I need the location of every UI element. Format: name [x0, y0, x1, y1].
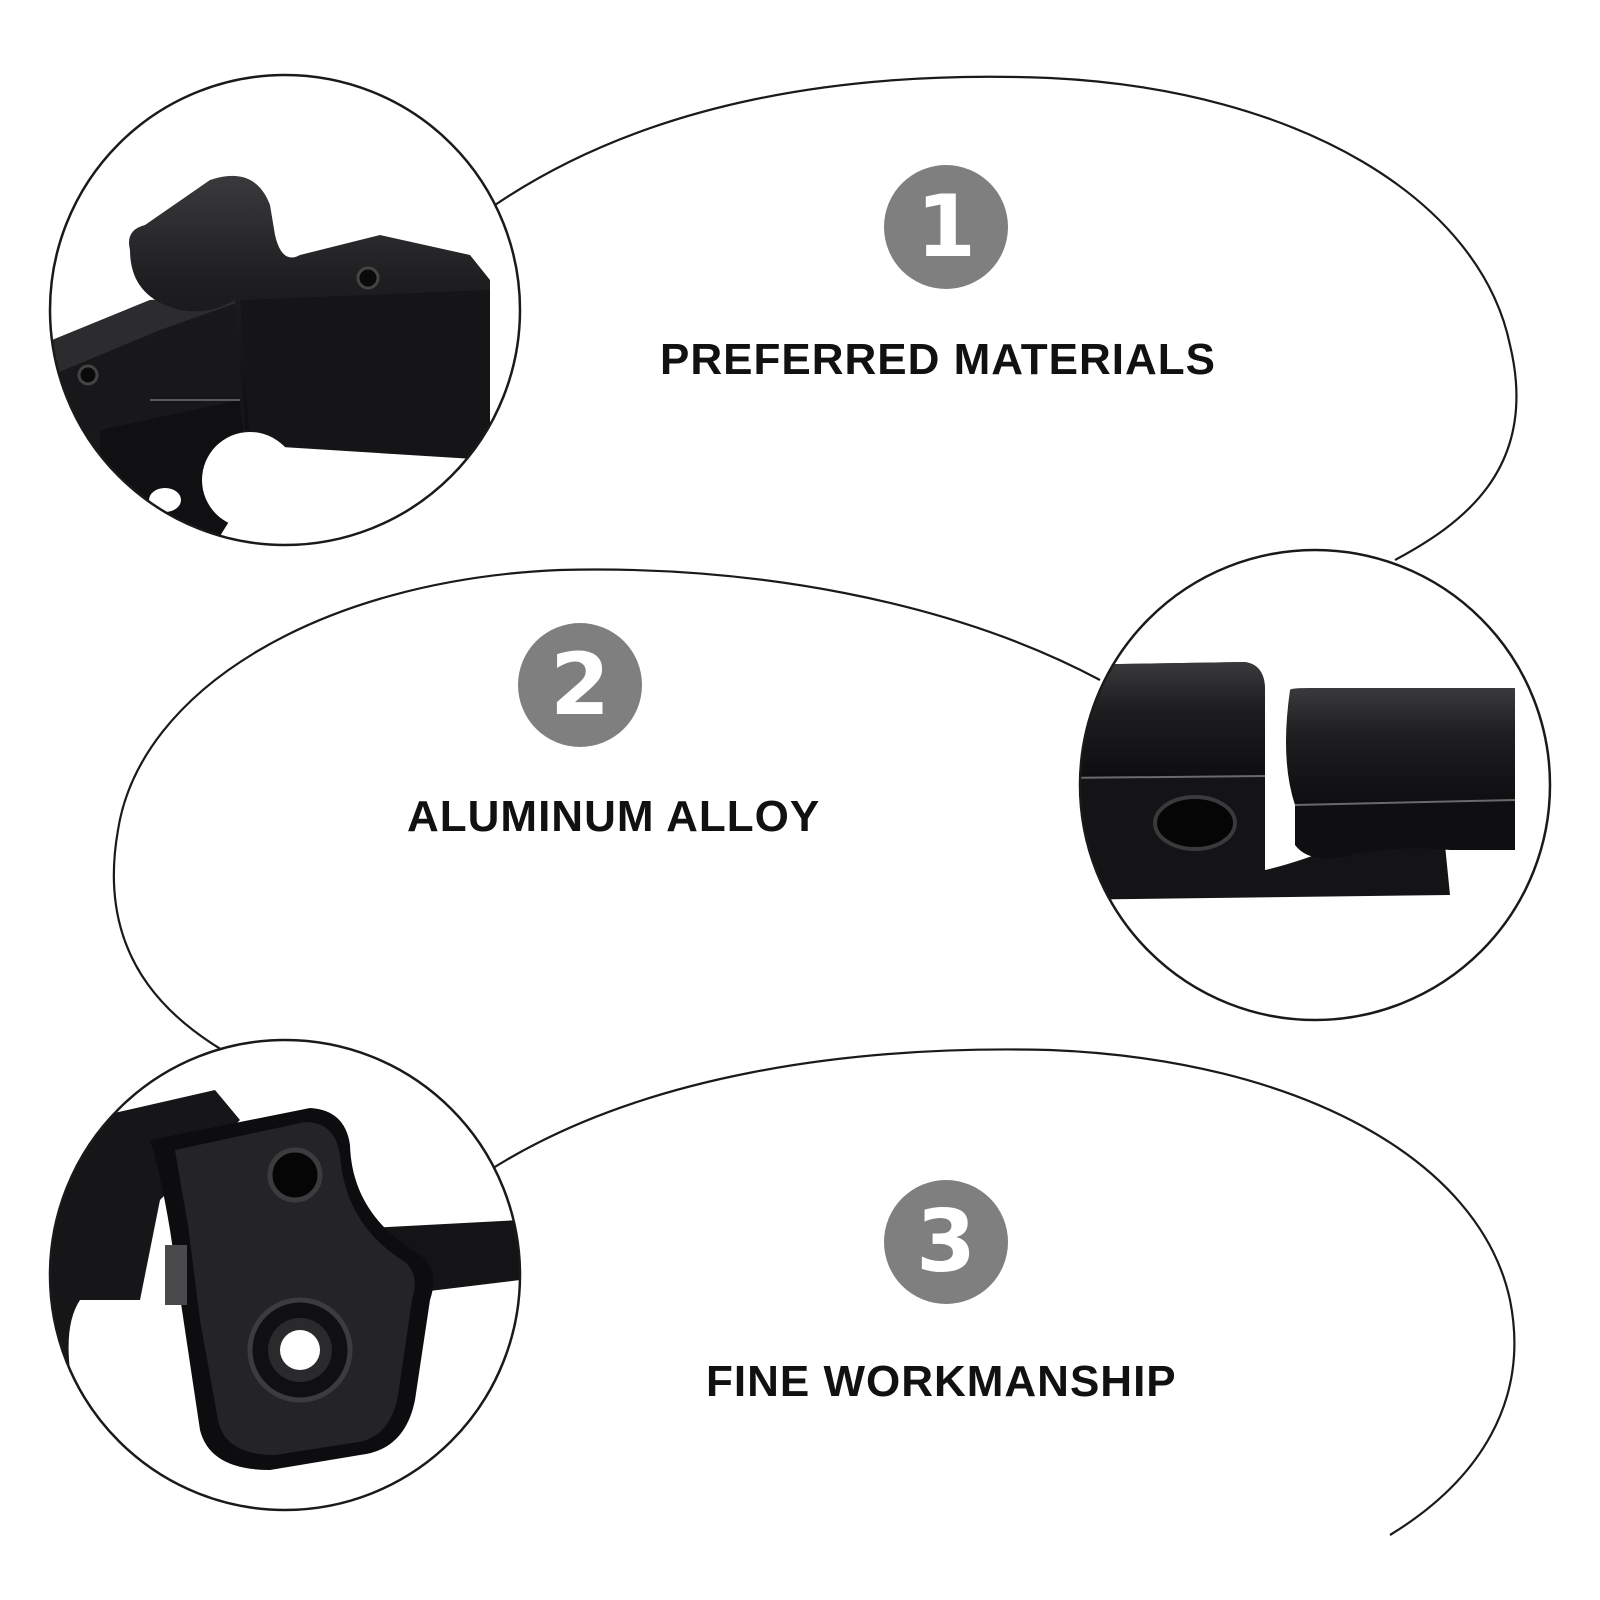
oval-outline-2	[112, 568, 1101, 1077]
number-badge-2: 2	[518, 623, 642, 747]
product-photo-1	[48, 73, 522, 547]
product-photo-2	[1078, 548, 1552, 1022]
feature-label-3: FINE WORKMANSHIP	[706, 1357, 1177, 1406]
number-badge-3: 3	[884, 1180, 1008, 1304]
number-badge-1: 1	[884, 165, 1008, 289]
oval-outline-1	[494, 75, 1518, 561]
feature-label-2: ALUMINUM ALLOY	[407, 792, 821, 841]
oval-outline-3	[489, 1048, 1516, 1536]
feature-label-1: PREFERRED MATERIALS	[660, 335, 1216, 384]
product-photo-3	[48, 1038, 522, 1512]
